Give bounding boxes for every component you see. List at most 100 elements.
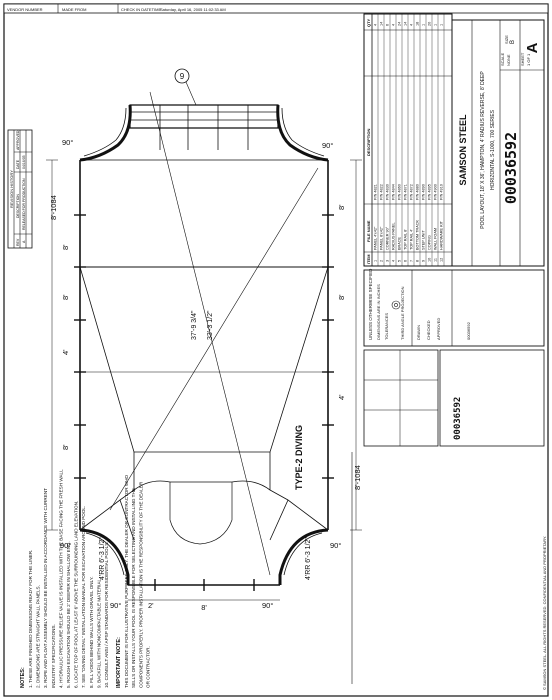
made-from-label: MADE FROM bbox=[62, 7, 86, 12]
bom-row-qty: 24 bbox=[398, 22, 402, 26]
bom-row-description: P/N 4895 bbox=[428, 184, 432, 200]
notes-item: 10. CONSULT ANSI / APSP STANDARDS FOR RE… bbox=[104, 541, 109, 688]
diagonal-dimension-2: 33'-3 1/2" bbox=[207, 310, 214, 340]
bom-row-file: BRACE bbox=[398, 236, 402, 250]
vendor-number-label: VENDOR NUMBER bbox=[7, 7, 43, 12]
corner-angle-bottom-left-2: 90° bbox=[110, 601, 121, 610]
bom-row-item: 11 bbox=[434, 258, 438, 262]
sheet-label: SHEET bbox=[520, 52, 525, 66]
bom-row-qty: 4 bbox=[410, 24, 414, 26]
bom-row-item: 9 bbox=[422, 260, 426, 262]
corner-angle-bottom-right: 90° bbox=[330, 541, 341, 550]
tolerance-line: TOLERANCES bbox=[384, 313, 389, 340]
units-line: DIMENSIONS ARE IN INCHES bbox=[376, 284, 381, 340]
size-value: B bbox=[510, 40, 516, 44]
corner-angle-bottom-left: 90° bbox=[60, 541, 71, 550]
radius-label-right: 4'RR 6'-3 1/2" bbox=[305, 537, 312, 580]
important-note-title: IMPORTANT NOTE: bbox=[116, 637, 122, 688]
bom-row-qty: 18 bbox=[416, 22, 420, 26]
notes-item: 6. LOCATE TOP OF POOL AT LEAST 6" ABOVE … bbox=[74, 501, 79, 688]
revision-description-label: DESCRIPTION bbox=[16, 194, 20, 218]
left-dimension-upper: 8'-1084 bbox=[49, 195, 58, 220]
bom-row-item: 2 bbox=[380, 260, 384, 262]
projection-symbol-inner-icon bbox=[394, 303, 398, 307]
corner-angle-bottom-right-2: 90° bbox=[262, 601, 273, 610]
header-strip: VENDOR NUMBER MADE FROM CHECK IN DATETIM… bbox=[3, 3, 549, 14]
revision-history: REVISION HISTORY REV DESCRIPTION DATE AP… bbox=[7, 129, 33, 249]
notes-item: 8. FILL VOIDS BEHIND WALLS WITH GRAVEL O… bbox=[89, 576, 94, 688]
tolerance-block: UNLESS OTHERWISE SPECIFIED DIMENSIONS AR… bbox=[363, 268, 545, 347]
notes-title: NOTES: bbox=[20, 667, 26, 688]
bom-header-file: FILE NAME bbox=[366, 220, 371, 242]
bom-row-description: P/N 4872 bbox=[410, 184, 414, 200]
bom-row-item: 12 bbox=[440, 258, 444, 262]
units-title: UNLESS OTHERWISE SPECIFIED bbox=[368, 268, 373, 340]
bom-row-description: P/N 4844 bbox=[392, 184, 396, 200]
important-note-line: SELLS OR INSTALLS YOUR POOL IS RESPONSIB… bbox=[131, 488, 136, 688]
bom-row-file: HARDWARE KIT bbox=[440, 220, 444, 250]
title-part-number: 00036592 bbox=[466, 321, 471, 340]
bom-row-file: TOP RAIL 8' bbox=[404, 229, 408, 250]
bom-row-qty: 6 bbox=[386, 24, 390, 26]
notes-item: 7. SEE "DIVING DETAIL" INSTALLATION MANU… bbox=[81, 506, 86, 688]
revision-approved-label: APPROVED bbox=[16, 130, 20, 150]
bom-row-description: P/N 4880 bbox=[416, 184, 420, 200]
side-dimension-7: 8' bbox=[61, 244, 70, 250]
notes-item: 5. ROUGH EXCAVATION SHOULD BE 2' DEEPER … bbox=[66, 541, 71, 688]
side-dimension-3: 8' bbox=[61, 444, 70, 450]
secondary-number-block: 00036592 bbox=[363, 349, 545, 447]
notes-item: 9. BACKFILL WITH NONCOMPACTABLE MATERIAL… bbox=[96, 578, 101, 688]
drawing-number: 00036592 bbox=[502, 132, 520, 204]
pool-type-label: TYPE-2 DIVING bbox=[294, 425, 304, 490]
notes-item: 4. HYDRAULIC PRESSURE RELIEF VALVE IS IN… bbox=[58, 469, 63, 688]
scale-value: NONE bbox=[506, 54, 511, 66]
size-label: SIZE bbox=[504, 35, 509, 44]
revision-letter: A bbox=[524, 42, 541, 53]
drawn-label: DRAWN bbox=[416, 325, 421, 340]
bom-row-item: 3 bbox=[386, 260, 390, 262]
sheet-value: 1 OF 1 bbox=[526, 53, 531, 66]
revision-row-date: 04/16/05 bbox=[22, 155, 26, 169]
revision-date-label: DATE bbox=[16, 159, 20, 169]
company-name: SAMSON STEEL bbox=[458, 114, 468, 186]
callout-number: 9 bbox=[180, 72, 185, 81]
corner-angle-top-left: 90° bbox=[62, 138, 73, 147]
bom-row-file: TOP RAIL 4' bbox=[410, 229, 414, 250]
bom-row-description: P/N 4830 bbox=[386, 184, 390, 200]
side-dimension-4: 8' bbox=[337, 204, 346, 210]
footer-copyright: © SAMSON STEEL. ALL RIGHTS RESERVED. CON… bbox=[542, 536, 547, 690]
bom-row-description: P/N 4822 bbox=[380, 184, 384, 200]
bottom-dimension: 8' bbox=[201, 603, 207, 612]
right-dimension-lower: 8'-1084 bbox=[353, 465, 362, 490]
bom-row-item: 7 bbox=[410, 260, 414, 262]
bom-row-file: WALL FOAM bbox=[434, 228, 438, 250]
bom-row-file: PANEL 4'x42" bbox=[374, 226, 378, 250]
bom-row-qty: 1 bbox=[422, 24, 426, 26]
important-note-line: COMPONENTS PROPERLY. PROPER INSTALLATION… bbox=[138, 481, 143, 688]
bom-header-description: DESCRIPTION bbox=[366, 129, 371, 156]
bom-row-description: P/N 4890 bbox=[422, 184, 426, 200]
revision-row-description: RELEASED FOR PRODUCTION bbox=[22, 178, 26, 230]
notes-item: 2. DIMENSIONS ARE STRAIGHT WALL PANELS. bbox=[36, 585, 41, 688]
bom-row-file: STEP UNIT bbox=[422, 230, 426, 250]
bom-row-description: P/N 4900 bbox=[434, 184, 438, 200]
check-in-value: Saturday, April 16, 2005 11:02:33 AM bbox=[160, 7, 226, 12]
revision-rev-label: REV bbox=[16, 238, 20, 246]
drawing-description: POOL LAYOUT, 18' X 36', HAMPTON, 4' RADI… bbox=[480, 71, 486, 229]
approved-label: APPROVED bbox=[436, 318, 441, 340]
bom-row-qty: 4 bbox=[374, 24, 378, 26]
diagonal-dimension-1: 37'-9 3/4" bbox=[191, 310, 198, 340]
callout-balloon: 9 bbox=[174, 68, 197, 106]
check-in-label: CHECK IN DATETIME bbox=[121, 7, 161, 12]
drawing-series: HORIZONTAL S-1000, 700 SERIES bbox=[490, 109, 496, 190]
corner-angle-top-right: 90° bbox=[322, 141, 333, 150]
side-dimension-2: 4' bbox=[61, 349, 70, 355]
bom-row-description: P/N 4871 bbox=[404, 184, 408, 200]
notes-section: NOTES: 1. THESE ARE FINISHED DIMENSIONS … bbox=[20, 452, 353, 688]
bom-row-description: P/N 4860 bbox=[398, 184, 402, 200]
checked-label: CHECKED bbox=[426, 320, 431, 340]
bom-row-item: 4 bbox=[392, 260, 396, 262]
projection-line: THIRD ANGLE PROJECTION bbox=[400, 286, 405, 340]
